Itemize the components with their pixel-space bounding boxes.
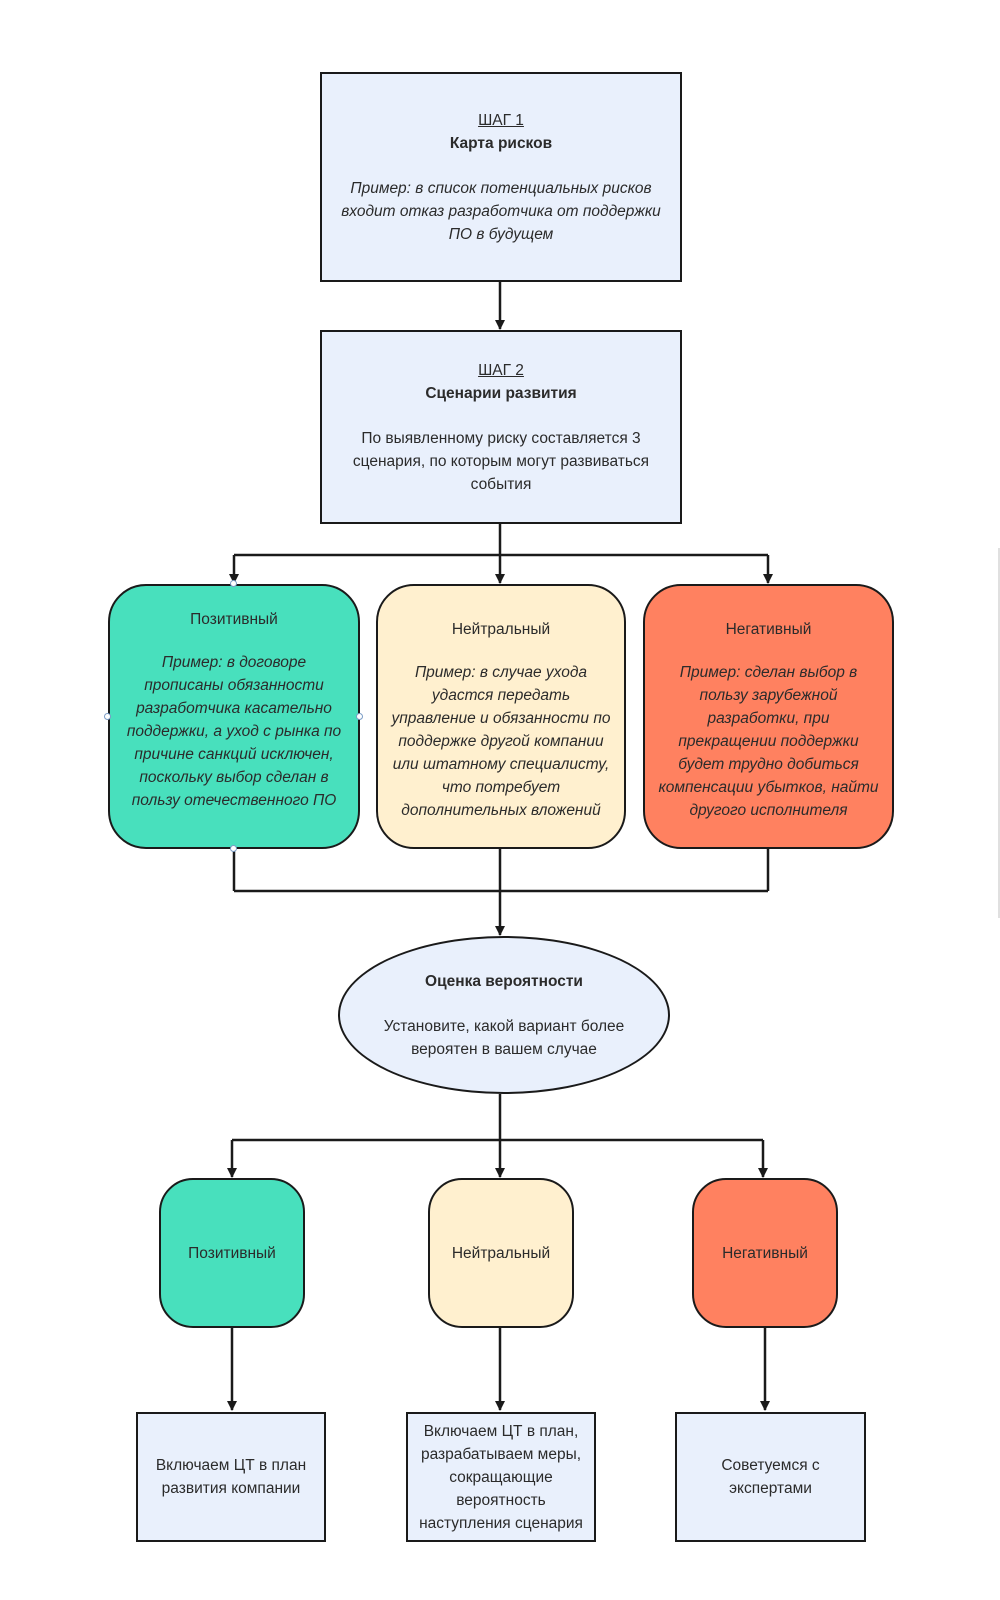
step1-text: Пример: в список потенциальных рисков вх… <box>341 179 661 243</box>
selection-handle-top[interactable] <box>230 580 237 587</box>
selection-handle-right[interactable] <box>356 713 363 720</box>
action-box-negative[interactable]: Советуемся с экспертами <box>675 1412 866 1542</box>
outcome-card-positive[interactable]: Позитивный <box>159 1178 305 1328</box>
scenario-positive-title: Позитивный <box>190 611 278 628</box>
step2-title: Сценарии развития <box>425 384 577 402</box>
outcome-positive-label: Позитивный <box>188 1244 276 1262</box>
outcome-neutral-label: Нейтральный <box>451 1244 551 1262</box>
scenario-card-negative[interactable]: Негативный Пример: сделан выбор в пользу… <box>643 584 894 849</box>
probability-ellipse[interactable]: Оценка вероятности Установите, какой вар… <box>338 936 670 1094</box>
canvas-scrollbar[interactable] <box>998 548 1000 918</box>
step2-label: ШАГ 2 <box>478 361 524 379</box>
selection-handle-bottom[interactable] <box>230 845 237 852</box>
step2-text: По выявленному риску составляется 3 сцен… <box>352 429 650 493</box>
action-box-positive[interactable]: Включаем ЦТ в план развития компании <box>136 1412 326 1542</box>
scenario-negative-text: Пример: сделан выбор в пользу зарубежной… <box>658 664 879 819</box>
scenario-neutral-title: Нейтральный <box>451 621 551 638</box>
step1-title: Карта рисков <box>449 134 553 152</box>
outcome-negative-label: Негативный <box>722 1244 808 1262</box>
scenario-card-neutral[interactable]: Нейтральный Пример: в случае ухода удаст… <box>376 584 626 849</box>
scenario-card-positive[interactable]: Позитивный Пример: в договоре прописаны … <box>108 584 360 849</box>
probability-text: Установите, какой вариант более вероятен… <box>383 1017 625 1058</box>
scenario-neutral-text: Пример: в случае ухода удастся передать … <box>391 664 611 819</box>
action-box-neutral[interactable]: Включаем ЦТ в план, разрабатываем меры, … <box>406 1412 596 1542</box>
action-negative-text: Советуемся с экспертами <box>721 1457 820 1497</box>
scenario-negative-title: Негативный <box>725 621 812 638</box>
action-positive-text: Включаем ЦТ в план развития компании <box>155 1457 307 1497</box>
outcome-card-negative[interactable]: Негативный <box>692 1178 838 1328</box>
step1-label: ШАГ 1 <box>478 111 524 129</box>
step1-box[interactable]: ШАГ 1 Карта рисков Пример: в список поте… <box>320 72 682 282</box>
scenario-positive-text: Пример: в договоре прописаны обязанности… <box>126 654 342 809</box>
outcome-card-neutral[interactable]: Нейтральный <box>428 1178 574 1328</box>
step2-box[interactable]: ШАГ 2 Сценарии развития По выявленному р… <box>320 330 682 524</box>
action-neutral-text: Включаем ЦТ в план, разрабатываем меры, … <box>419 1422 583 1532</box>
probability-title: Оценка вероятности <box>425 972 583 990</box>
selection-handle-left[interactable] <box>104 713 111 720</box>
